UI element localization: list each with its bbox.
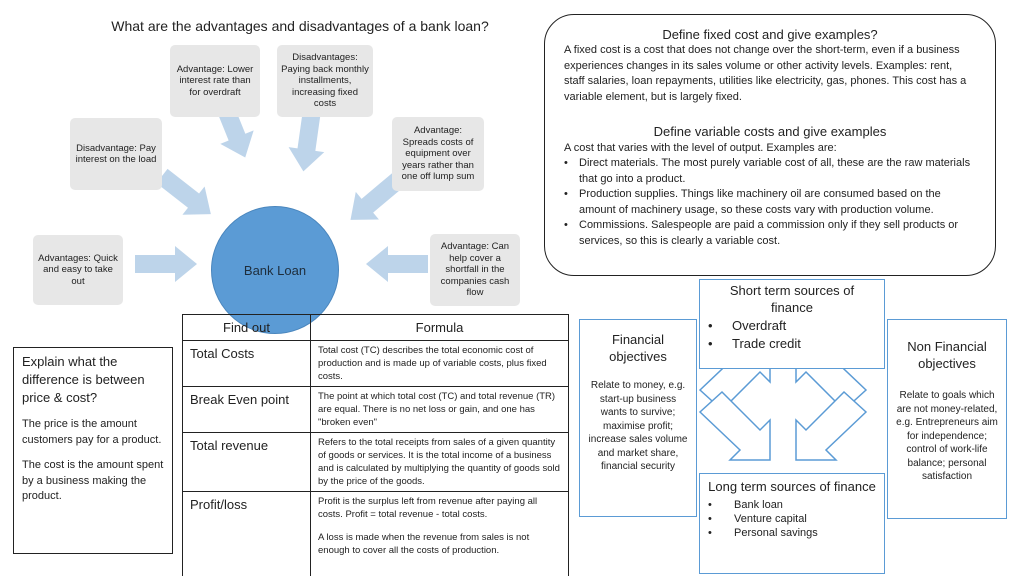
variable-cost-list: Direct materials. The most purely variab…: [564, 156, 974, 249]
price-cost-box: Explain what the difference is between p…: [13, 347, 173, 554]
col-find-out-header: Find out: [182, 314, 311, 341]
arrow-quick: [135, 246, 197, 282]
cost-answer: The cost is the amount spent by a busine…: [22, 459, 164, 502]
fixed-cost-text: A fixed cost is a cost that does not cha…: [564, 44, 967, 103]
short-term-item: •Overdraft: [708, 318, 787, 333]
row-key: Total Costs: [182, 340, 311, 387]
price-cost-question: Explain what the difference is between p…: [22, 354, 145, 405]
table-header-row: Find out Formula: [182, 314, 569, 341]
variable-cost-intro: A cost that varies with the level of out…: [564, 142, 837, 154]
short-term-list: •Overdraft •Trade credit: [708, 317, 876, 353]
arrow-monthly: [285, 107, 330, 174]
long-term-item: •Bank loan: [708, 499, 783, 511]
row-key: Profit/loss: [182, 491, 311, 576]
col-formula-header: Formula: [310, 314, 569, 341]
variable-cost-heading: Define variable costs and give examples: [653, 124, 887, 139]
advantage-lower-interest-box: Advantage: Lower interest rate than for …: [170, 45, 260, 117]
financial-objectives-box: Financial objectives Relate to money, e.…: [579, 319, 697, 517]
short-term-sources-box: Short term sources of finance •Overdraft…: [699, 279, 885, 369]
row-value: Profit is the surplus left from revenue …: [310, 491, 569, 576]
table-row: Total revenue Refers to the total receip…: [182, 432, 569, 492]
row-value: The point at which total cost (TC) and t…: [310, 386, 569, 433]
loss-text: A loss is made when the revenue from sal…: [318, 532, 530, 556]
long-term-item: •Venture capital: [708, 513, 807, 525]
variable-cost-item: Commissions. Salespeople are paid a comm…: [564, 218, 974, 249]
long-term-sources-box: Long term sources of finance •Bank loan …: [699, 473, 885, 574]
define-costs-box: [544, 14, 996, 276]
long-term-heading: Long term sources of finance: [708, 479, 876, 494]
variable-cost-item: Production supplies. Things like machine…: [564, 187, 974, 218]
row-key: Total revenue: [182, 432, 311, 492]
price-answer: The price is the amount customers pay fo…: [22, 418, 162, 446]
find-out-formula-table: Find out Formula Total Costs Total cost …: [182, 314, 569, 576]
advantage-shortfall-box: Advantage: Can help cover a shortfall in…: [430, 234, 520, 306]
long-term-item: •Personal savings: [708, 527, 818, 539]
profit-text: Profit is the surplus left from revenue …: [318, 496, 538, 520]
bank-loan-title: What are the advantages and disadvantage…: [111, 18, 489, 34]
non-financial-objectives-text: Relate to goals which are not money-rela…: [896, 390, 998, 482]
advantage-quick-easy-box: Advantages: Quick and easy to take out: [33, 235, 123, 305]
variable-cost-item: Direct materials. The most purely variab…: [564, 156, 974, 187]
table-row: Profit/loss Profit is the surplus left f…: [182, 491, 569, 576]
financial-objectives-text: Relate to money, e.g. start-up business …: [588, 380, 688, 472]
row-value: Refers to the total receipts from sales …: [310, 432, 569, 492]
table-row: Break Even point The point at which tota…: [182, 386, 569, 433]
long-term-list: •Bank loan •Venture capital •Personal sa…: [708, 498, 876, 540]
disadvantage-monthly-installments-box: Disadvantages: Paying back monthly insta…: [277, 45, 373, 117]
disadvantage-pay-interest-box: Disadvantage: Pay interest on the load: [70, 118, 162, 190]
fixed-cost-heading: Define fixed cost and give examples?: [662, 27, 878, 42]
short-term-heading: Short term sources of finance: [729, 283, 855, 315]
short-term-item: •Trade credit: [708, 336, 801, 351]
row-value: Total cost (TC) describes the total econ…: [310, 340, 569, 387]
bank-loan-label: Bank Loan: [243, 262, 307, 278]
financial-objectives-heading: Financial objectives: [609, 332, 667, 364]
row-key: Break Even point: [182, 386, 311, 433]
non-financial-objectives-box: Non Financial objectives Relate to goals…: [887, 319, 1007, 519]
table-row: Total Costs Total cost (TC) describes th…: [182, 340, 569, 387]
advantage-spreads-costs-box: Advantage: Spreads costs of equipment ov…: [392, 117, 484, 191]
non-financial-objectives-heading: Non Financial objectives: [907, 339, 987, 371]
arrow-shortfall: [366, 246, 428, 282]
